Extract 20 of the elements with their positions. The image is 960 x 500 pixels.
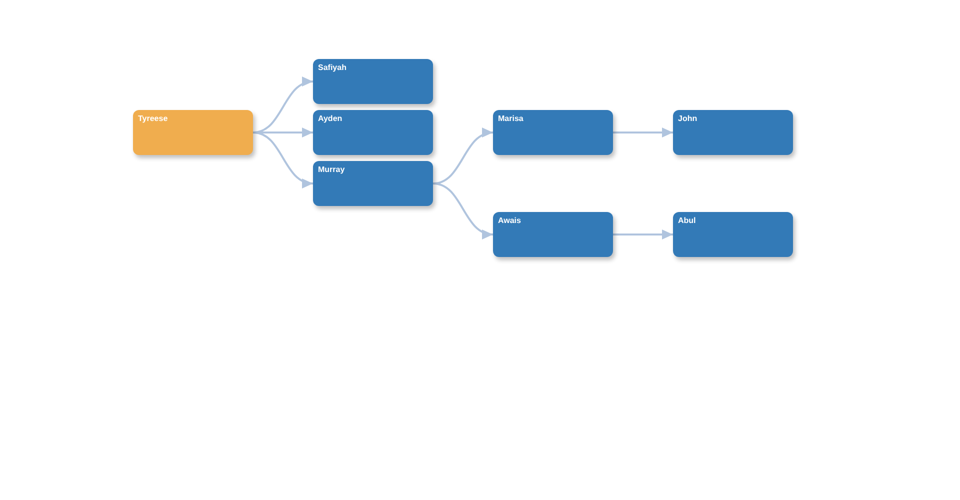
node-label: Murray <box>318 165 345 175</box>
arrow <box>432 182 494 238</box>
person-box <box>313 161 433 206</box>
node-label: Ayden <box>318 114 342 124</box>
arrow <box>613 230 673 240</box>
person-box <box>493 212 613 257</box>
arrow <box>613 128 673 138</box>
arrow <box>252 132 314 187</box>
node-label: John <box>678 114 698 124</box>
person-box <box>673 212 793 257</box>
person-box <box>313 110 433 155</box>
node-label: Awais <box>498 216 521 226</box>
node-label: Safiyah <box>318 63 346 73</box>
node-label: Marisa <box>498 114 524 124</box>
person-box <box>493 110 613 155</box>
person-box <box>133 110 253 155</box>
node-label: Abul <box>678 216 696 226</box>
person-box <box>313 59 433 104</box>
person-box <box>673 110 793 155</box>
node-label: Tyreese <box>138 114 168 124</box>
